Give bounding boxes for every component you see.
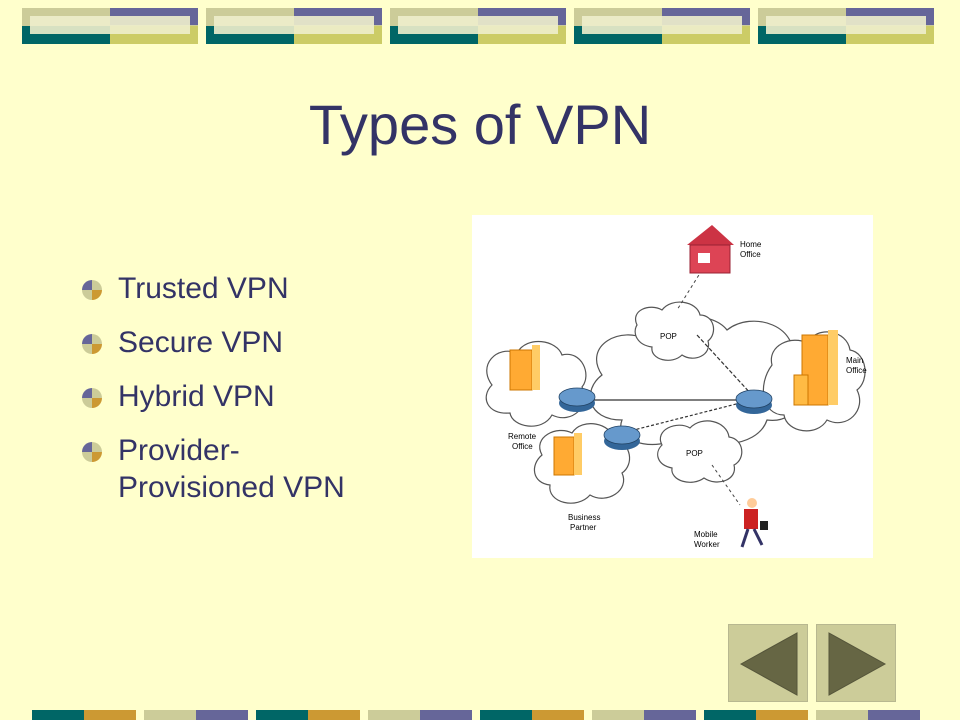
pop-top-cloud bbox=[634, 301, 715, 361]
network-diagram-graphic: Home Office Main Office Remote Office Bu… bbox=[485, 225, 867, 549]
list-item: Hybrid VPN bbox=[82, 378, 462, 415]
previous-slide-icon bbox=[739, 632, 798, 696]
bullet-label: Provider- Provisioned VPN bbox=[118, 434, 345, 504]
top-decorative-band bbox=[22, 8, 934, 44]
mobile-worker-label-line1: Mobile bbox=[694, 530, 718, 539]
next-slide-button[interactable] bbox=[816, 624, 896, 702]
router-icon bbox=[735, 389, 773, 414]
bullet-label: Hybrid VPN bbox=[118, 380, 275, 413]
router-icon bbox=[603, 425, 641, 450]
remote-office-label-line1: Remote bbox=[508, 432, 537, 441]
diamond-bullet-icon bbox=[82, 442, 102, 462]
main-office-building-icon bbox=[793, 330, 838, 406]
diamond-bullet-icon bbox=[82, 388, 102, 408]
diamond-bullet-icon bbox=[82, 334, 102, 354]
business-partner-label-line2: Partner bbox=[570, 523, 597, 532]
pop-bottom-cloud bbox=[657, 420, 743, 483]
bullet-label: Trusted VPN bbox=[118, 272, 289, 305]
bottom-decorative-band bbox=[32, 710, 920, 720]
diamond-bullet-icon bbox=[82, 280, 102, 300]
main-office-label-line2: Office bbox=[846, 366, 867, 375]
vpn-network-diagram: Home Office Main Office Remote Office Bu… bbox=[472, 215, 873, 558]
mobile-worker-label-line2: Worker bbox=[694, 540, 720, 549]
mobile-worker-person-icon bbox=[740, 498, 768, 548]
main-office-label-line1: Main bbox=[846, 356, 863, 365]
home-office-label-line2: Office bbox=[740, 250, 761, 259]
business-partner-building-icon bbox=[553, 433, 582, 476]
remote-office-building-icon bbox=[509, 345, 540, 391]
remote-office-label-line2: Office bbox=[512, 442, 533, 451]
previous-slide-button[interactable] bbox=[728, 624, 808, 702]
home-office-label-line1: Home bbox=[740, 240, 762, 249]
pop-top-label: POP bbox=[660, 332, 677, 341]
slide-title: Types of VPN bbox=[308, 93, 652, 156]
home-office-house-icon bbox=[687, 225, 734, 274]
next-slide-icon bbox=[828, 632, 887, 696]
list-item: Provider- Provisioned VPN bbox=[82, 432, 462, 506]
router-icon bbox=[558, 387, 596, 412]
list-item: Secure VPN bbox=[82, 324, 462, 361]
list-item: Trusted VPN bbox=[82, 270, 462, 307]
bullet-list: Trusted VPN Secure VPN Hybrid VPN Provid… bbox=[82, 270, 462, 523]
pop-bottom-label: POP bbox=[686, 449, 703, 458]
bullet-label: Secure VPN bbox=[118, 326, 284, 359]
business-partner-label-line1: Business bbox=[568, 513, 600, 522]
